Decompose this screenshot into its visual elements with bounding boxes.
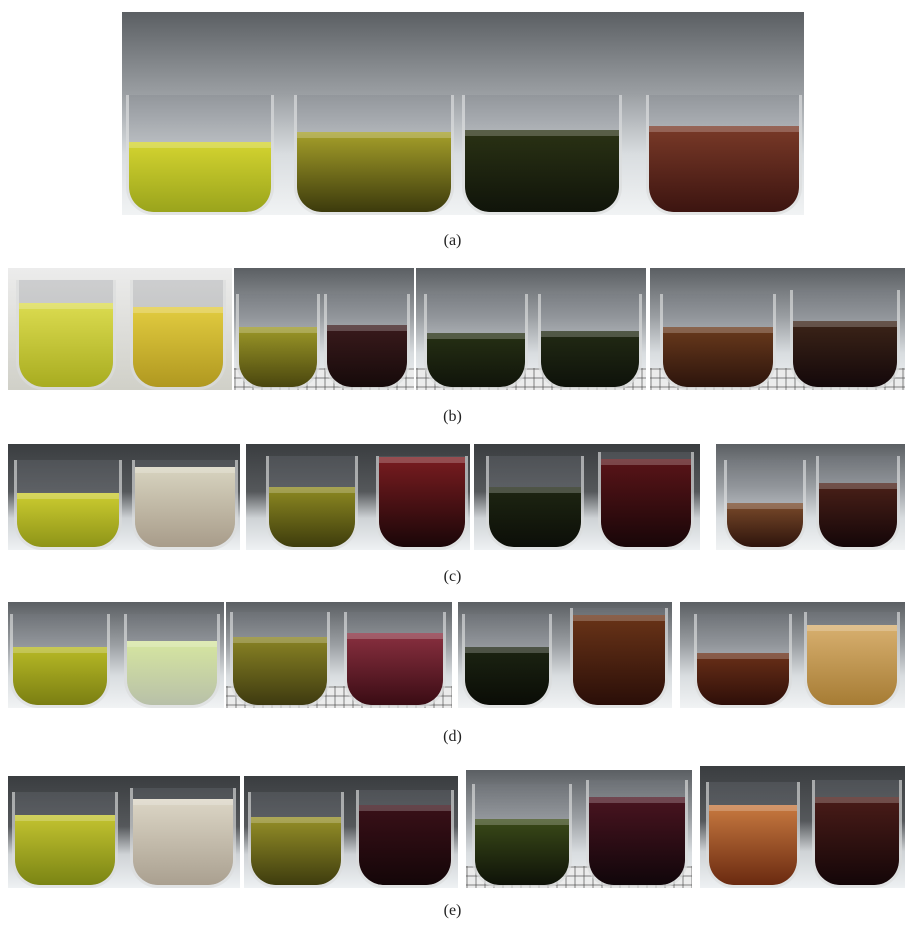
test-tube [660,294,776,390]
liquid-dark-green [541,331,639,387]
test-tube [694,614,792,708]
photo-c-4 [716,444,905,550]
liquid-dark-red [815,797,899,885]
test-tube [816,456,900,550]
liquid-yellow-green [19,303,113,387]
photo-c-1 [8,444,240,550]
photo-d-1 [8,602,224,708]
liquid-dark-red [589,797,685,885]
test-tube [248,792,344,888]
liquid-amber [709,805,797,885]
test-tube [706,782,800,888]
test-tube [724,460,806,550]
liquid-dark-green [427,333,525,387]
liquid-brown [573,615,665,705]
liquid-dark-green [465,647,549,705]
test-tube [14,460,122,550]
test-tube [324,294,410,390]
photo-d-4 [680,602,905,708]
test-tube [486,456,584,550]
test-tube [12,792,118,888]
panel-label-b: (b) [443,408,462,425]
test-tube [790,290,900,390]
liquid-pale [135,467,235,547]
liquid-pale-green [127,641,217,705]
panel-label-c: (c) [443,568,462,585]
test-tube [376,456,468,550]
test-tube [130,788,236,888]
liquid-dark-red [379,457,465,547]
test-tube [472,784,572,888]
test-tube [462,614,552,708]
test-tube [124,614,220,708]
photo-c-2 [246,444,470,550]
photo-b-2 [234,268,414,390]
liquid-dark-red [347,633,443,705]
test-tube [10,614,110,708]
photo-d-2 [226,602,452,708]
liquid-olive [269,487,355,547]
liquid-olive [233,637,327,705]
liquid-yellow-green [15,815,115,885]
test-tube [344,612,446,708]
test-tube [646,95,802,215]
photo-d-3 [458,602,672,708]
photo-b-3 [416,268,646,390]
liquid-brown [727,503,803,547]
liquid-dark-red [327,325,407,387]
photo-e-2 [244,776,458,888]
panel-label-a: (a) [443,232,462,249]
test-tube [804,612,900,708]
test-tube [356,790,454,888]
test-tube [570,608,668,708]
panel-label-d: (d) [443,728,462,745]
photo-c-3 [474,444,700,550]
liquid-amber [807,625,897,705]
liquid-yellow-green [129,142,271,212]
liquid-yellow-green [13,647,107,705]
test-tube [132,460,238,550]
liquid-dark-red [359,805,451,885]
test-tube [230,612,330,708]
liquid-brown [697,653,789,705]
liquid-dark-brown [819,483,897,547]
liquid-brown [663,327,773,387]
liquid-brown [649,126,799,212]
panel-label-e: (e) [443,902,462,919]
test-tube [538,294,642,390]
test-tube [266,456,358,550]
test-tube [294,95,454,215]
photo-b-4 [650,268,905,390]
liquid-pale [133,799,233,885]
liquid-yellow-green [17,493,119,547]
liquid-olive [251,817,341,885]
photo-a [122,12,804,215]
test-tube [130,280,226,390]
liquid-dark-green [465,130,619,212]
liquid-yellow [133,307,223,387]
liquid-olive [239,327,317,387]
photo-b-1 [8,268,232,390]
test-tube [236,294,320,390]
liquid-dark-green [489,487,581,547]
test-tube [598,452,694,550]
test-tube [812,780,902,888]
liquid-dark-red [601,459,691,547]
liquid-dark-brown [793,321,897,387]
test-tube [586,780,688,888]
test-tube [16,280,116,390]
test-tube [126,95,274,215]
photo-e-1 [8,776,240,888]
liquid-dark-green [475,819,569,885]
liquid-olive [297,132,451,212]
test-tube [424,294,528,390]
test-tube [462,95,622,215]
photo-e-3 [466,770,692,888]
photo-e-4 [700,766,905,888]
